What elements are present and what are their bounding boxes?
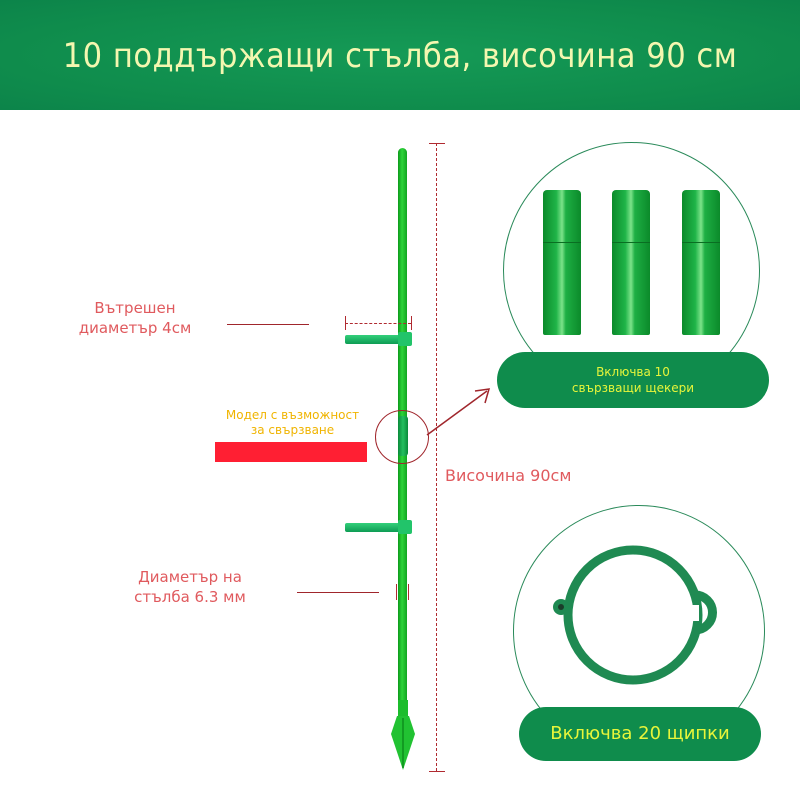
upper-support-arm <box>345 335 409 344</box>
lower-arm-collar <box>398 520 412 534</box>
pole-diameter-leader <box>297 592 379 593</box>
height-dimension-line <box>436 143 437 771</box>
height-bottom-tick <box>429 771 445 772</box>
highlight-bar <box>215 442 367 462</box>
connectors-caption-line2: свързващи щекери <box>571 381 695 395</box>
inner-diameter-label: Вътрешен диаметър 4см <box>60 298 210 338</box>
inner-diameter-left-tick <box>345 316 346 330</box>
height-label: Височина 90см <box>445 466 572 485</box>
connectable-model-note: Модел с възможност за свързване <box>215 408 370 438</box>
connector-icon <box>612 190 650 335</box>
connector-icon <box>543 190 581 335</box>
pole-diameter-right-tick <box>408 584 409 600</box>
page-title: 10 поддържащи стълба, височина 90 см <box>62 36 738 76</box>
connectors-caption: Включва 10 свързващи щекери <box>497 352 769 408</box>
header-banner: 10 поддържащи стълба, височина 90 см <box>0 0 800 110</box>
inner-diameter-line2: диаметър 4см <box>78 319 192 337</box>
inner-diameter-leader <box>227 324 309 325</box>
pole-diameter-left-tick <box>396 584 397 600</box>
connectable-line1: Модел с възможност <box>225 408 360 422</box>
pole-diameter-line1: Диаметър на <box>138 568 242 586</box>
clip-ring-icon <box>553 545 717 685</box>
joint-highlight-circle <box>375 410 429 464</box>
connectors-caption-line1: Включва 10 <box>596 365 670 379</box>
height-top-tick <box>429 143 445 144</box>
pole-diameter-line2: стълба 6.3 мм <box>134 588 246 606</box>
inner-diameter-dimension <box>345 323 411 324</box>
pole-diameter-label: Диаметър на стълба 6.3 мм <box>115 567 265 607</box>
upper-arm-collar <box>398 332 412 346</box>
lower-support-arm <box>345 523 409 532</box>
arrow-icon <box>426 388 491 436</box>
clips-caption: Включва 20 щипки <box>519 707 761 761</box>
pole-spike-icon <box>391 700 415 770</box>
inner-diameter-right-tick <box>411 316 412 330</box>
connectable-line2: за свързване <box>250 423 335 437</box>
connector-icon <box>682 190 720 335</box>
inner-diameter-line1: Вътрешен <box>94 299 176 317</box>
